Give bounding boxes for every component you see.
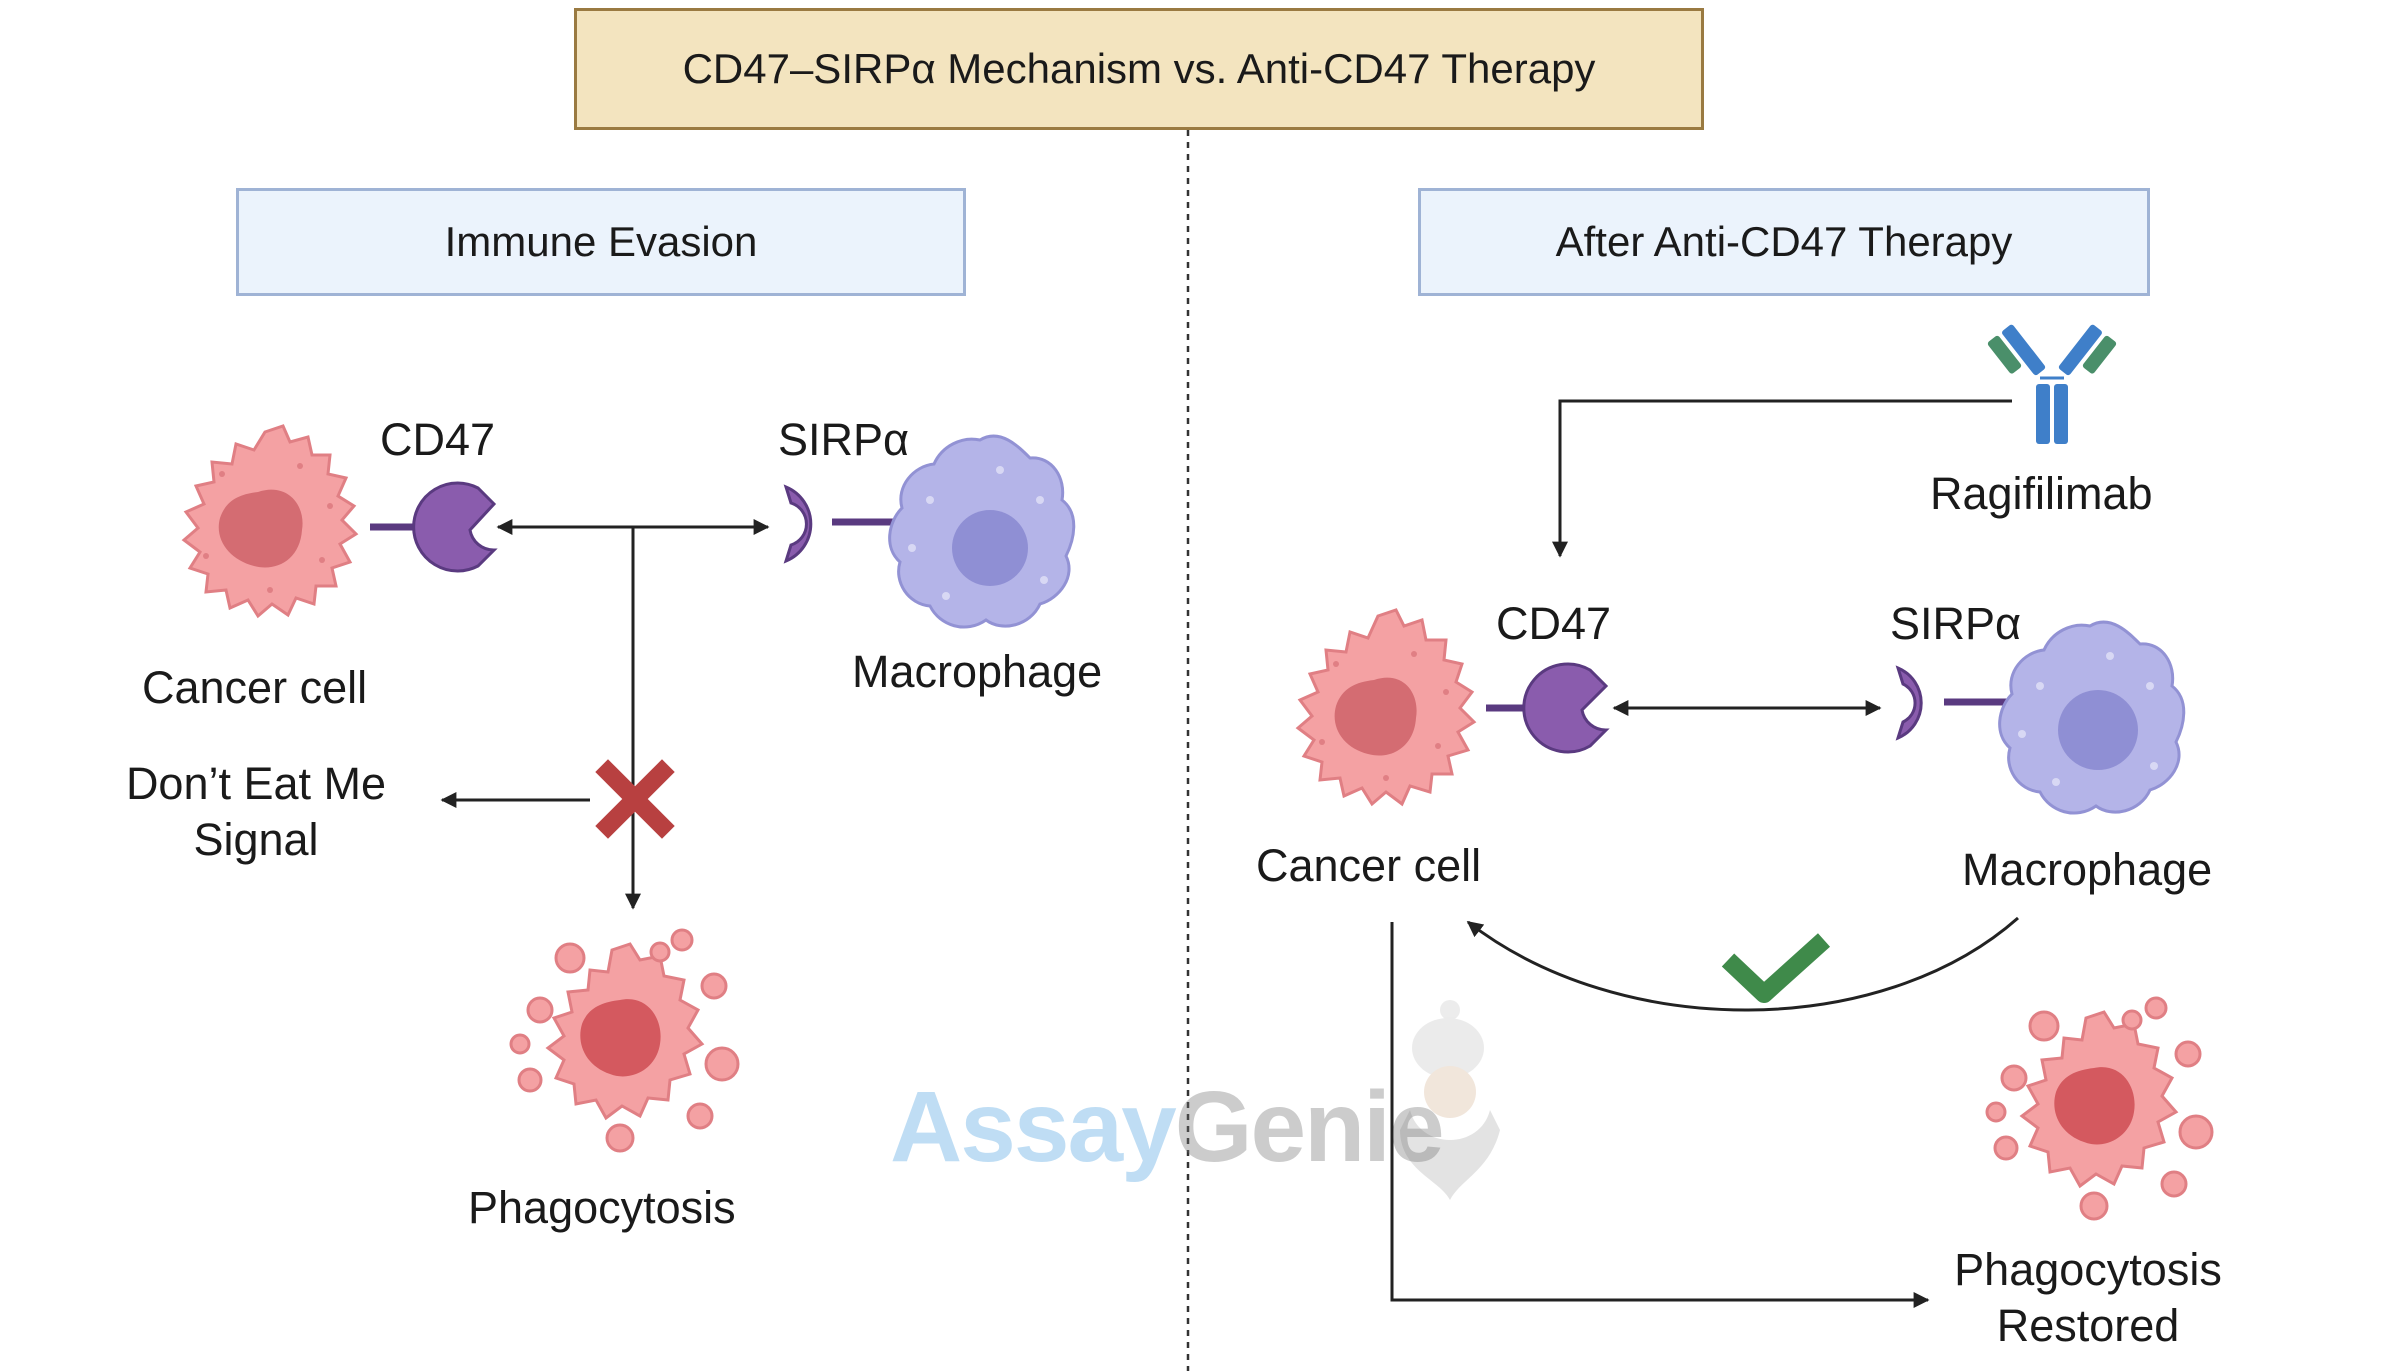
green-check-icon [1721, 933, 1831, 1003]
left-panel-header: Immune Evasion [236, 188, 966, 296]
left-cd47-label: CD47 [380, 414, 496, 465]
dont-eat-me-signal-label: Don’t Eat Me Signal [100, 756, 412, 869]
restored-line1: Phagocytosis [1954, 1244, 2222, 1295]
right-macrophage [1998, 620, 2186, 815]
left-macrophage [888, 434, 1076, 629]
right-macrophage-label: Macrophage [1962, 844, 2213, 895]
left-phagocytosis-label: Phagocytosis [468, 1182, 736, 1233]
watermark-genie-logo [1400, 1000, 1500, 1200]
left-cancer-cell [181, 424, 359, 619]
right-cancer-cell [1295, 608, 1477, 807]
left-cancer-cell-label: Cancer cell [142, 662, 368, 713]
left-sirpa-label: SIRPα [778, 414, 910, 465]
right-panel-header: After Anti-CD47 Therapy [1418, 188, 2150, 296]
left-cd47-receptor [370, 481, 498, 573]
watermark-text: AssayGenie [890, 1070, 1445, 1185]
dont-eat-me-line1: Don’t Eat Me [125, 758, 387, 809]
restored-arrow [1390, 922, 1930, 1308]
right-cancer-cell-label: Cancer cell [1256, 840, 1482, 891]
left-sirpa-receptor [783, 484, 895, 564]
left-phagocytosis-cell [509, 928, 740, 1153]
right-cd47-receptor [1486, 662, 1610, 754]
right-phagocytosis-cell [1985, 996, 2214, 1221]
watermark-part1: Assay [890, 1071, 1177, 1183]
antibody-label: Ragifilimab [1930, 468, 2153, 519]
right-sirpa-receptor [1895, 665, 2008, 741]
left-macrophage-label: Macrophage [852, 646, 1103, 697]
right-cd47-label: CD47 [1496, 598, 1612, 649]
restored-line2: Restored [1996, 1300, 2180, 1352]
diagram-title: CD47–SIRPα Mechanism vs. Anti-CD47 Thera… [574, 8, 1704, 130]
dont-eat-me-line2: Signal [193, 814, 319, 866]
antibody-arrow [1552, 399, 2012, 558]
restore-curve-arrow [1466, 916, 2019, 1012]
right-sirpa-label: SIRPα [1890, 598, 2022, 649]
red-x-icon [595, 759, 675, 839]
phagocytosis-restored-label: Phagocytosis Restored [1920, 1242, 2256, 1355]
watermark-part2: Genie [1174, 1071, 1445, 1183]
antibody-icon [1987, 324, 2117, 444]
